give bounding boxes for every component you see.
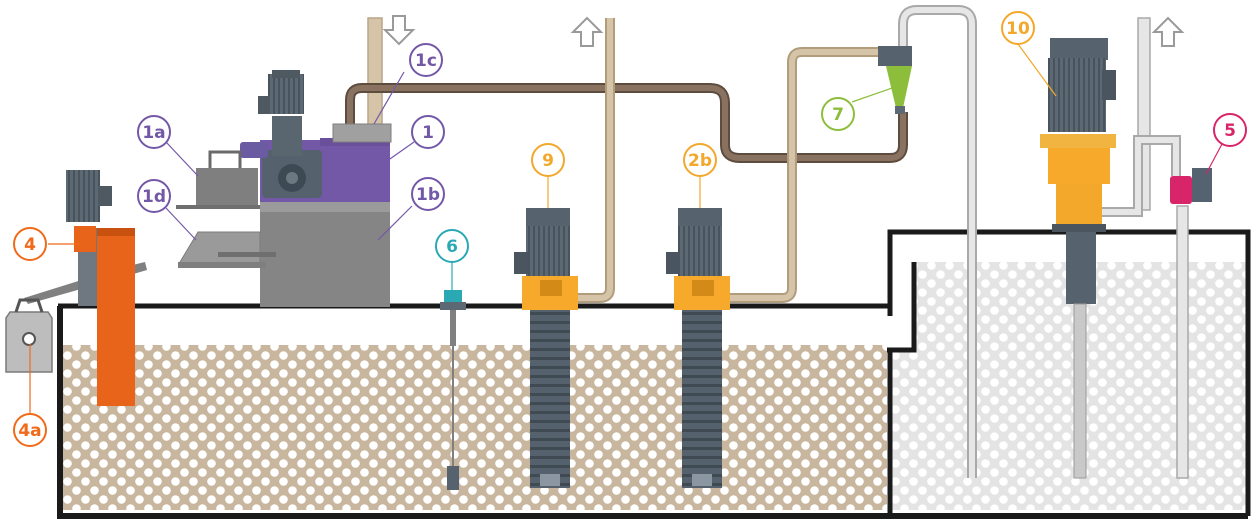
label-5: 5 xyxy=(1213,113,1247,147)
svg-text:1b: 1b xyxy=(416,185,440,205)
label-6: 6 xyxy=(435,229,469,263)
label-1c: 1c xyxy=(409,43,443,77)
pump-10 xyxy=(1040,38,1116,479)
pump-9-riser-pipe xyxy=(578,18,615,303)
outflow-arrow-right-icon xyxy=(1151,16,1185,47)
svg-text:9: 9 xyxy=(542,151,554,171)
label-4: 4 xyxy=(13,227,47,261)
return-pipe-right xyxy=(1100,17,1189,479)
svg-text:2b: 2b xyxy=(688,151,712,171)
svg-text:1c: 1c xyxy=(415,51,437,71)
svg-text:1d: 1d xyxy=(142,187,166,207)
chip-conveyor xyxy=(24,170,147,406)
svg-text:4a: 4a xyxy=(18,421,41,441)
label-2b: 2b xyxy=(683,143,717,177)
dirty-tank xyxy=(57,303,1248,519)
label-1: 1 xyxy=(411,115,445,149)
svg-text:7: 7 xyxy=(832,105,844,125)
svg-text:1: 1 xyxy=(422,123,434,143)
svg-text:4: 4 xyxy=(24,235,36,255)
label-4a: 4a xyxy=(13,413,47,447)
svg-text:10: 10 xyxy=(1006,19,1030,39)
chip-bin xyxy=(5,298,53,373)
inflow-pipe xyxy=(367,17,383,129)
filter-unit xyxy=(176,70,392,307)
label-10: 10 xyxy=(1001,11,1035,45)
cyclone-overflow-pipe xyxy=(898,5,977,478)
label-7: 7 xyxy=(821,97,855,131)
brown-return-pipe xyxy=(345,83,908,163)
label-1b: 1b xyxy=(411,177,445,211)
inflow-arrow-icon xyxy=(382,15,416,46)
label-1a: 1a xyxy=(137,115,171,149)
callout-leaders xyxy=(29,43,1223,414)
pump-2b-riser-pipe xyxy=(730,47,878,303)
svg-text:6: 6 xyxy=(446,237,458,257)
valve-5 xyxy=(1170,168,1212,204)
label-9: 9 xyxy=(531,143,565,177)
outflow-arrow-icon xyxy=(570,16,604,47)
hydrocyclone xyxy=(878,46,912,114)
svg-text:5: 5 xyxy=(1224,121,1236,141)
label-1d: 1d xyxy=(137,179,171,213)
pump-2b xyxy=(666,208,730,488)
pump-9 xyxy=(514,208,578,488)
level-sensor xyxy=(440,290,466,490)
svg-text:1a: 1a xyxy=(142,123,165,143)
